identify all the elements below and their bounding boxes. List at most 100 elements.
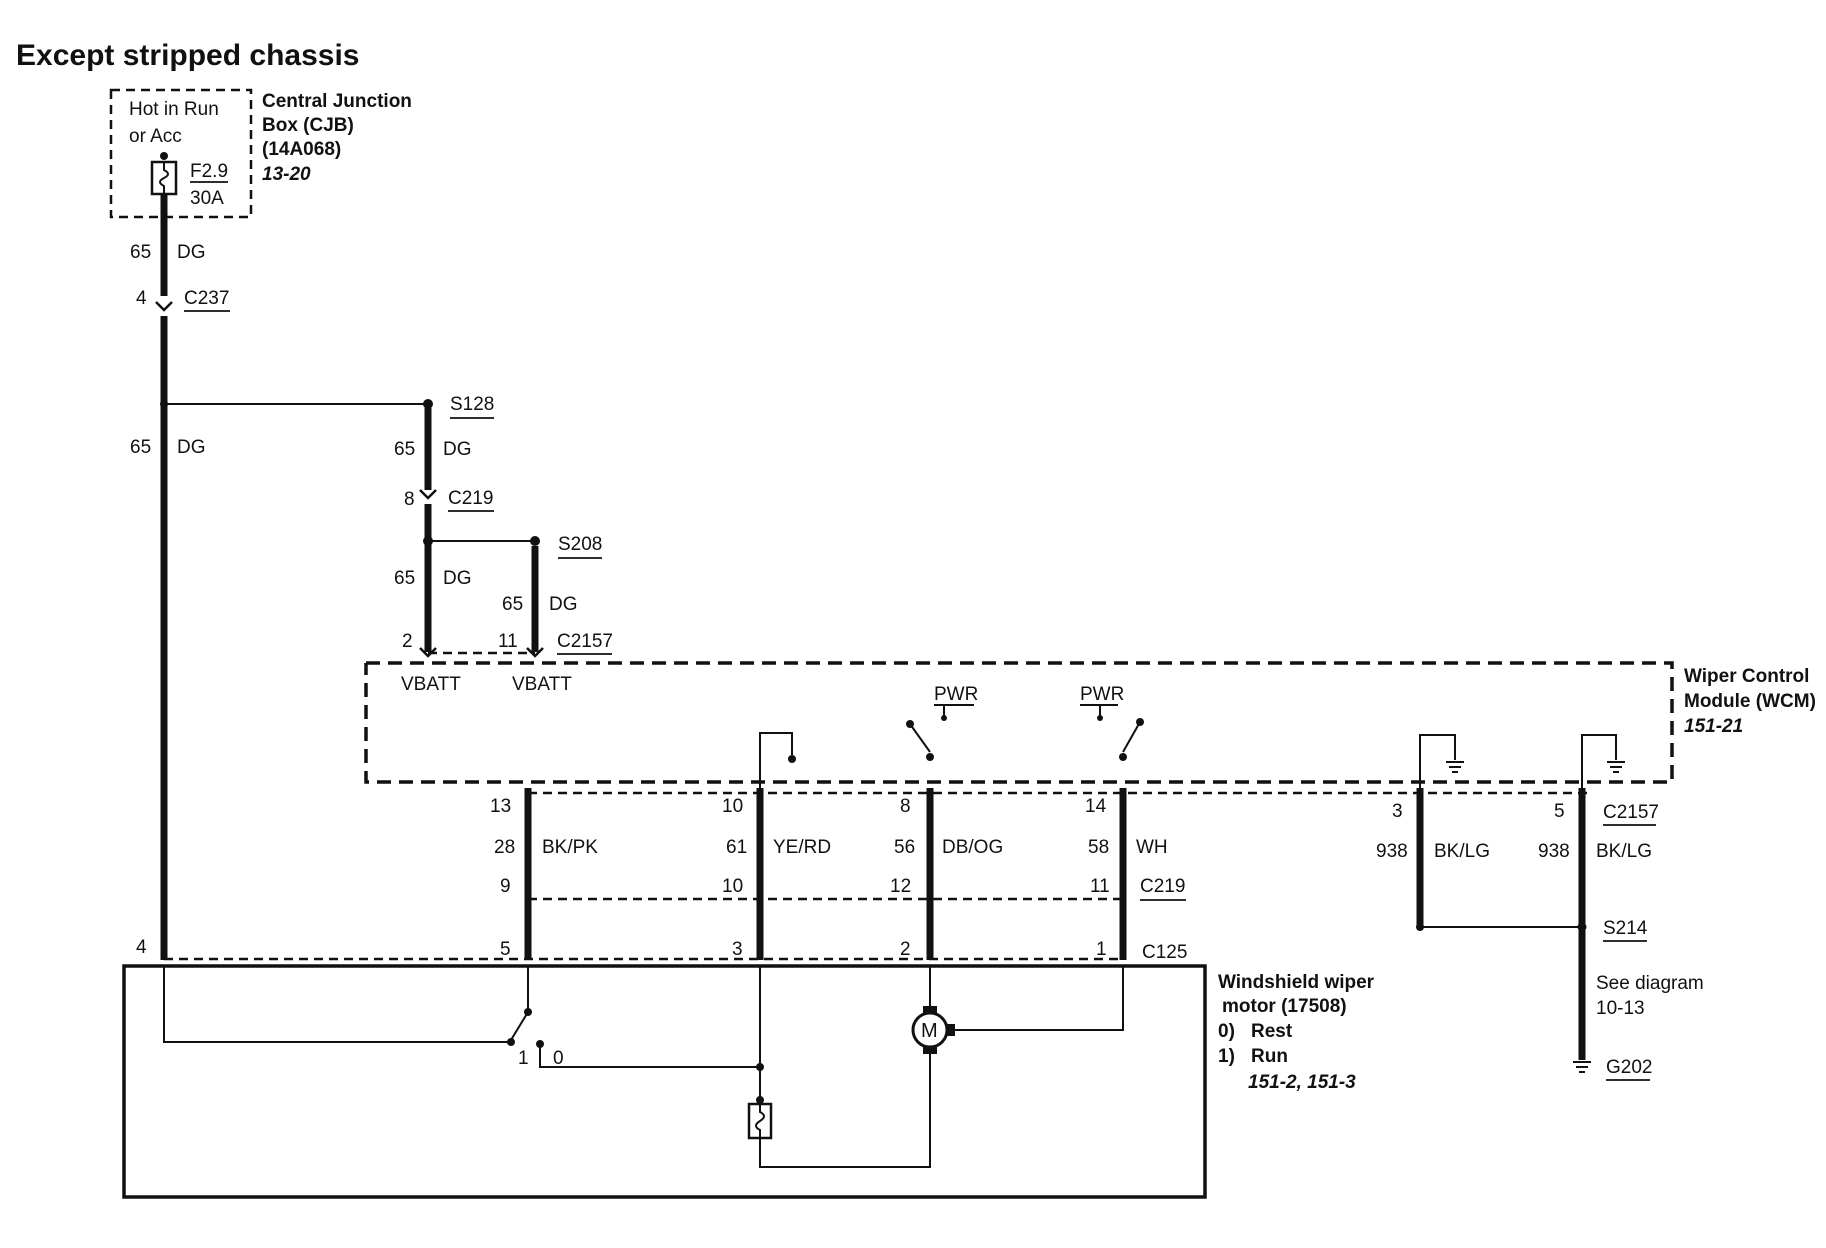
motor-name-line1: Windshield wiper	[1218, 972, 1375, 993]
connector-c219-lower: C219	[528, 876, 1186, 901]
connector-c125-label: C125	[1142, 942, 1187, 963]
s128-circuit-number: 65	[394, 439, 415, 460]
ground-icon	[1446, 761, 1464, 773]
wh-circuit-number: 58	[1088, 837, 1109, 858]
cjb-name-line2: Box (CJB)	[262, 115, 354, 136]
motor-icon: M	[911, 1006, 955, 1054]
motor-state1-label: Run	[1251, 1046, 1288, 1067]
c219-pin-8: 8	[404, 489, 415, 510]
motor-symbol: M	[921, 1020, 938, 1042]
bkpk-wire-color: BK/PK	[542, 837, 598, 858]
switch-pos-1: 1	[518, 1048, 529, 1069]
connector-c2157-top-label: C2157	[557, 631, 613, 652]
c2157-11-circuit-number: 65	[502, 594, 523, 615]
c2157-pin-3: 3	[1392, 801, 1403, 822]
c219-pin-11: 11	[1090, 876, 1110, 897]
c2157-2-circuit-number: 65	[394, 568, 415, 589]
c2157-pin-13: 13	[490, 796, 511, 817]
motor-name-line2: motor (17508)	[1222, 996, 1347, 1017]
branch-s208: S208 65 DG	[428, 534, 602, 652]
wire-bkpk: 13 28 BK/PK 9 5	[490, 788, 598, 960]
bklg1-circuit-number: 938	[1376, 841, 1408, 862]
c125-pin-1: 1	[1096, 939, 1107, 960]
splice-s128: S128	[450, 394, 494, 415]
c125-pin-4: 4	[136, 937, 147, 958]
vbatt-label-1: VBATT	[401, 674, 461, 695]
motor-refs: 151-2, 151-3	[1248, 1072, 1356, 1093]
central-junction-box: Hot in Run or Acc F2.9 30A Central Junct…	[109, 88, 412, 219]
motor-state0-num: 0)	[1218, 1021, 1235, 1042]
cjb-hot-line2: or Acc	[129, 126, 182, 147]
diagram-title: Except stripped chassis	[16, 39, 359, 72]
yerd-circuit-number: 61	[726, 837, 747, 858]
c2157-11-wire-color: DG	[549, 594, 578, 615]
wcm-name-line2: Module (WCM)	[1684, 691, 1816, 712]
ground-icon	[1607, 761, 1625, 773]
pwr-label-2: PWR	[1080, 684, 1124, 705]
pwr-label-1: PWR	[934, 684, 978, 705]
feed-wire-color: DG	[177, 242, 206, 263]
wire-yerd: 10 61 YE/RD 10 3	[722, 788, 831, 960]
motor-state0-label: Rest	[1251, 1021, 1293, 1042]
branch-s128: S128 65 DG 8 C219 65 DG	[164, 394, 494, 652]
dbog-wire-color: DB/OG	[942, 837, 1003, 858]
c125-pin-2: 2	[900, 939, 911, 960]
wcm-name-line1: Wiper Control	[1684, 666, 1809, 687]
feed-circuit-number: 65	[130, 242, 151, 263]
dbog-circuit-number: 56	[894, 837, 915, 858]
connector-c125: C125	[164, 942, 1188, 967]
bklg2-circuit-number: 938	[1538, 841, 1570, 862]
c219-pin-10: 10	[722, 876, 743, 897]
connector-c2157-upper: 2 11 C2157	[402, 631, 613, 658]
cjb-ref: 13-20	[262, 164, 311, 185]
c2157-pin-2: 2	[402, 631, 413, 652]
vbatt-label-2: VBATT	[512, 674, 572, 695]
c237-pin: 4	[136, 288, 147, 309]
bklg2-wire-color: BK/LG	[1596, 841, 1652, 862]
circuit-breaker-icon	[747, 1102, 773, 1140]
bkpk-circuit-number: 28	[494, 837, 515, 858]
wire-dbog: 8 56 DB/OG 12 2	[890, 788, 1003, 960]
windshield-wiper-motor: Windshield wiper motor (17508) 0) Rest 1…	[122, 964, 1375, 1199]
wiper-control-module: VBATT VBATT Wiper Control Module (WCM) 1…	[364, 661, 1816, 790]
c2157-pin-14: 14	[1085, 796, 1107, 817]
connector-c219-lower-label: C219	[1140, 876, 1185, 897]
feed2-wire-color: DG	[177, 437, 206, 458]
s128-wire-color: DG	[443, 439, 472, 460]
feed-wire-dg: 65 DG 4 C237 65 DG 4	[130, 194, 230, 960]
see-diagram-line2: 10-13	[1596, 998, 1645, 1019]
wh-wire-color: WH	[1136, 837, 1168, 858]
switch-pos-0: 0	[553, 1048, 564, 1069]
fuse-icon	[150, 160, 178, 196]
ground-icon	[1573, 1061, 1591, 1073]
c2157-pin-8: 8	[900, 796, 911, 817]
wire-wh: 14 58 WH 11 1	[1085, 788, 1168, 960]
fuse-id: F2.9	[190, 161, 228, 182]
see-diagram-line1: See diagram	[1596, 973, 1704, 994]
c125-pin-5: 5	[500, 939, 511, 960]
cjb-part: (14A068)	[262, 139, 341, 160]
wire-bklg-1: 3 938 BK/LG	[1376, 788, 1582, 931]
connector-c2157-right-label: C2157	[1603, 802, 1659, 823]
c219-pin-9: 9	[500, 876, 511, 897]
splice-s208: S208	[558, 534, 602, 555]
c2157-pin-5: 5	[1554, 801, 1565, 822]
c2157-2-wire-color: DG	[443, 568, 472, 589]
splice-s214: S214	[1603, 918, 1648, 939]
c219-pin-12: 12	[890, 876, 911, 897]
fuse-rating: 30A	[190, 188, 224, 209]
cjb-hot-line1: Hot in Run	[129, 99, 219, 120]
cjb-name-line1: Central Junction	[262, 91, 412, 112]
connector-c219-upper: C219	[448, 488, 493, 509]
c2157-pin-10: 10	[722, 796, 743, 817]
yerd-wire-color: YE/RD	[773, 837, 831, 858]
wire-bklg-2: 5 C2157 938 BK/LG S214 See diagram 10-13…	[1538, 788, 1704, 1081]
bklg1-wire-color: BK/LG	[1434, 841, 1490, 862]
c2157-pin-11: 11	[498, 631, 518, 652]
feed2-circuit-number: 65	[130, 437, 151, 458]
wcm-ref: 151-21	[1684, 716, 1743, 737]
connector-c237: C237	[184, 288, 229, 309]
c125-pin-3: 3	[732, 939, 743, 960]
motor-state1-num: 1)	[1218, 1046, 1235, 1067]
